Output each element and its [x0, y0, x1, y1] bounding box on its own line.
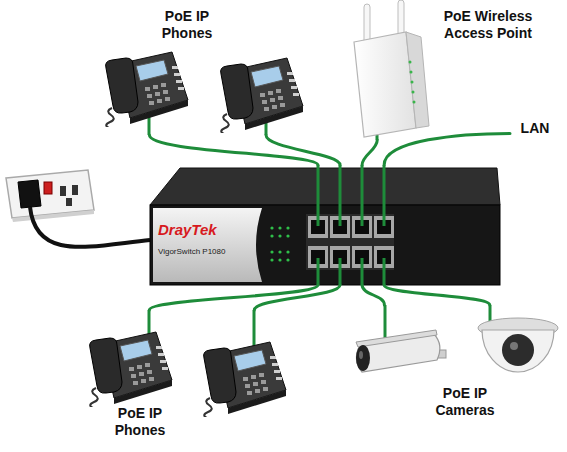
wall-socket	[6, 170, 150, 247]
network-cable	[384, 285, 490, 305]
poe-switch	[150, 165, 500, 285]
cable-stubs	[318, 165, 384, 285]
network-cable	[149, 135, 318, 165]
network-endpoint: LAN	[510, 118, 560, 140]
device-label: LAN	[510, 120, 560, 137]
device-label: PoE IP Phones	[142, 8, 232, 42]
device-cable-stubs	[149, 112, 490, 348]
wireless-access-point	[354, 0, 429, 137]
switch-box: DrayTekVigorSwitch P1080	[150, 165, 500, 285]
ip-phone	[90, 332, 172, 408]
bullet-camera	[356, 330, 446, 372]
ip-phone	[204, 342, 286, 418]
ip-phone	[221, 58, 303, 134]
network-cable	[266, 135, 340, 165]
device-label: PoE IP Cameras	[420, 385, 510, 419]
device-label: PoE Wireless Access Point	[433, 8, 543, 42]
brand-logo: DrayTek	[158, 221, 268, 239]
device-group: PoE IP Phones	[80, 310, 290, 450]
dome-camera	[478, 318, 558, 372]
network-cable	[384, 133, 510, 165]
network-cable	[362, 285, 384, 305]
device-group: PoE IP Phones	[90, 5, 310, 135]
model-label: VigorSwitch P1080	[158, 247, 268, 257]
network-cable	[254, 285, 340, 310]
device-group: PoE IP Cameras	[350, 305, 565, 425]
device-group: PoE Wireless Access Point	[345, 5, 560, 140]
network-cable	[149, 285, 318, 310]
device-label: PoE IP Phones	[95, 405, 185, 439]
ip-phone	[106, 52, 188, 128]
network-cable	[362, 140, 377, 165]
